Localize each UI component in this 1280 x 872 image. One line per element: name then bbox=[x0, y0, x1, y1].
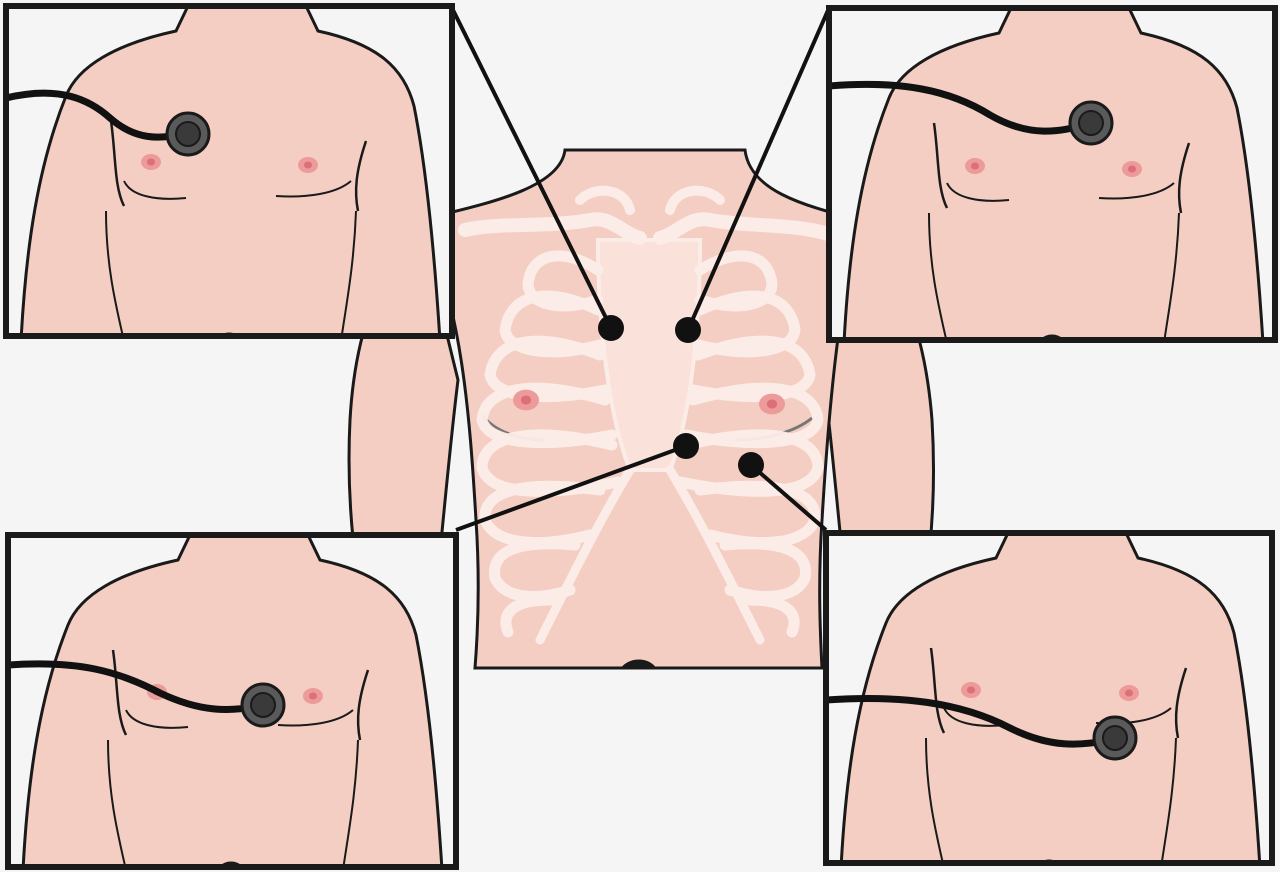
stethoscope-icon bbox=[240, 682, 286, 728]
panel-bottom-right bbox=[823, 530, 1275, 866]
panel-top-left bbox=[3, 3, 455, 339]
central-torso bbox=[347, 148, 935, 670]
nipple-icon bbox=[303, 688, 323, 704]
tricuspid-area-marker[interactable] bbox=[673, 433, 699, 459]
stethoscope-icon bbox=[1092, 715, 1138, 761]
nipple-icon bbox=[961, 682, 981, 698]
pulmonic-area-marker[interactable] bbox=[675, 317, 701, 343]
stethoscope-icon bbox=[165, 111, 211, 157]
stethoscope-icon bbox=[1068, 100, 1114, 146]
nipple-right bbox=[759, 393, 785, 415]
ribcage bbox=[458, 185, 847, 645]
nipple-icon bbox=[298, 157, 318, 173]
auscultation-markers bbox=[598, 315, 764, 478]
nipple-icon bbox=[965, 158, 985, 174]
panel-top-right bbox=[826, 5, 1278, 343]
leader-lines bbox=[450, 7, 831, 532]
nipple-icon bbox=[141, 154, 161, 170]
nipple-left bbox=[513, 389, 539, 411]
mitral-area-marker[interactable] bbox=[738, 452, 764, 478]
aortic-area-marker[interactable] bbox=[598, 315, 624, 341]
panel-bottom-left bbox=[5, 532, 459, 870]
nipple-icon bbox=[1119, 685, 1139, 701]
nipple-icon bbox=[1122, 161, 1142, 177]
